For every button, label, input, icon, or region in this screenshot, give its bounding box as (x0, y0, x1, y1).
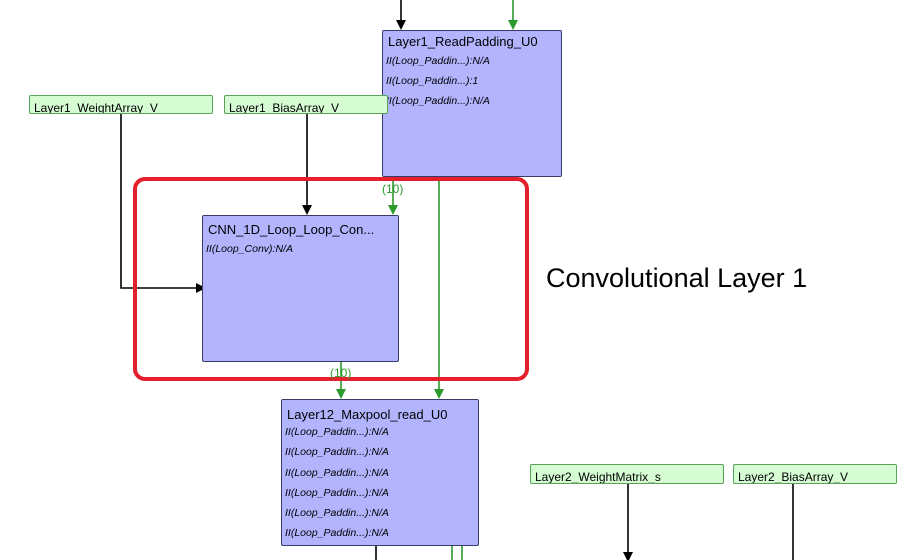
node-title: Layer1_ReadPadding_U0 (388, 34, 538, 49)
node-ii-row: II(Loop_Conv):N/A (206, 243, 293, 255)
node-ii-row: II(Loop_Paddin...):N/A (386, 55, 490, 67)
node-ii-row: II(Loop_Paddin...):N/A (285, 466, 389, 479)
conv-layer-highlight-box (133, 177, 529, 381)
port-layer1-weightarray[interactable]: Layer1_WeightArray_V (29, 95, 213, 114)
node-ii-row: II(Loop_Paddin...):N/A (285, 486, 389, 499)
port-label: Layer2_WeightMatrix_s (535, 470, 661, 484)
port-layer2-weightmatrix[interactable]: Layer2_WeightMatrix_s (530, 464, 724, 484)
port-label: Layer2_BiasArray_V (738, 470, 849, 484)
port-layer1-biasarray[interactable]: Layer1_BiasArray_V (224, 95, 388, 114)
node-title: Layer12_Maxpool_read_U0 (287, 407, 448, 422)
edge-label-out-of-conv: (10) (330, 366, 352, 380)
node-ii-row: II(Loop_Paddin...):N/A (285, 446, 389, 459)
node-title: CNN_1D_Loop_Loop_Con... (208, 222, 375, 237)
port-label: Layer1_WeightArray_V (34, 101, 158, 114)
node-ii-row: II(Loop_Paddin...):N/A (386, 95, 490, 107)
annotation-label: Convolutional Layer 1 (546, 263, 808, 293)
node-cnn-1d-conv[interactable]: CNN_1D_Loop_Loop_Con... II(Loop_Conv):N/… (202, 215, 399, 362)
wire-weight-to-conv (120, 114, 206, 293)
node-ii-row: II(Loop_Paddin...):1 (386, 75, 479, 87)
node-ii-row: II(Loop_Paddin...):N/A (285, 426, 389, 438)
node-layer1-readpadding[interactable]: Layer1_ReadPadding_U0 II(Loop_Paddin...)… (382, 30, 562, 177)
node-ii-row: II(Loop_Paddin...):N/A (285, 527, 389, 540)
node-layer12-maxpool[interactable]: Layer12_Maxpool_read_U0 II(Loop_Paddin..… (281, 399, 479, 546)
edge-label-into-conv: (10) (382, 182, 404, 196)
port-label: Layer1_BiasArray_V (229, 101, 340, 114)
node-ii-row: II(Loop_Paddin...):N/A (285, 507, 389, 520)
port-layer2-biasarray[interactable]: Layer2_BiasArray_V (733, 464, 897, 484)
